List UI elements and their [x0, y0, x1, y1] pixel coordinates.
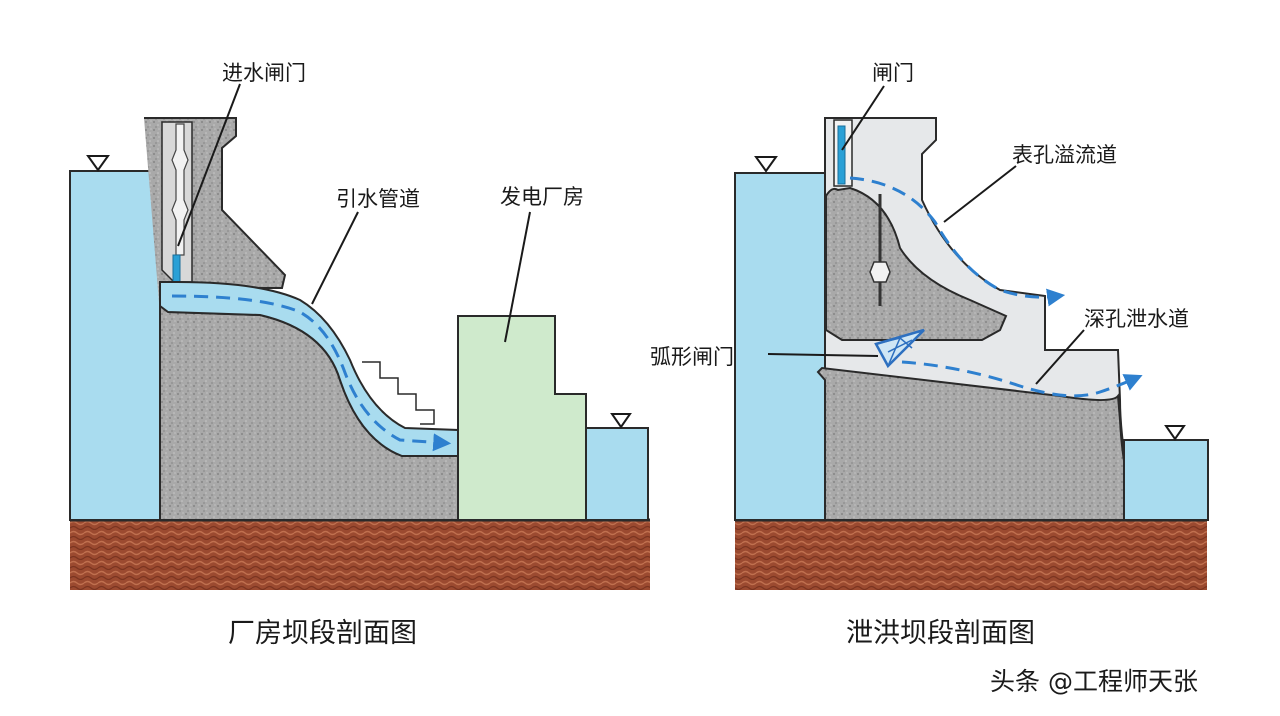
right-downstream-water: [1123, 439, 1209, 521]
powerhouse: [457, 315, 587, 521]
caption-right: 泄洪坝段剖面图: [846, 618, 1035, 649]
label-gate: 闸门: [872, 61, 914, 85]
label-intake-gate: 进水闸门: [222, 61, 306, 85]
left-upstream-water: [69, 170, 161, 521]
watermark: 头条 @工程师天张: [990, 667, 1198, 696]
right-upstream-water: [734, 172, 826, 521]
intake-gate-stem: [171, 123, 189, 256]
label-deep-outlet: 深孔泄水道: [1084, 307, 1189, 331]
tailrace-steps: [362, 361, 435, 425]
label-surface-spillway: 表孔溢流道: [1012, 143, 1117, 167]
right-foundation: [735, 520, 1207, 590]
left-foundation: [70, 520, 650, 590]
right-upstream-water-level-icon: [754, 156, 778, 173]
surface-spillway-flow-arrow: [849, 176, 1066, 307]
radial-gate-hoist: [869, 261, 891, 283]
penstock-flow-arrow: [171, 294, 452, 452]
label-powerhouse: 发电厂房: [500, 185, 584, 209]
radial-gate: [874, 328, 925, 369]
spillway-gate: [837, 125, 846, 185]
left-downstream-water: [585, 427, 649, 521]
left-downstream-water-level-icon: [610, 413, 632, 429]
caption-left: 厂房坝段剖面图: [228, 618, 417, 649]
label-penstock: 引水管道: [336, 187, 420, 211]
right-panel: 闸门 表孔溢流道 深孔泄水道 弧形闸门 泄洪坝段剖面图: [650, 61, 1209, 649]
deep-outlet-flow-arrow: [901, 360, 1143, 398]
right-downstream-water-level-icon: [1164, 425, 1186, 441]
label-radial-gate: 弧形闸门: [650, 345, 734, 369]
left-panel: 进水闸门 引水管道 发电厂房 厂房坝段剖面图: [69, 61, 650, 649]
left-upstream-water-level-icon: [86, 155, 110, 172]
